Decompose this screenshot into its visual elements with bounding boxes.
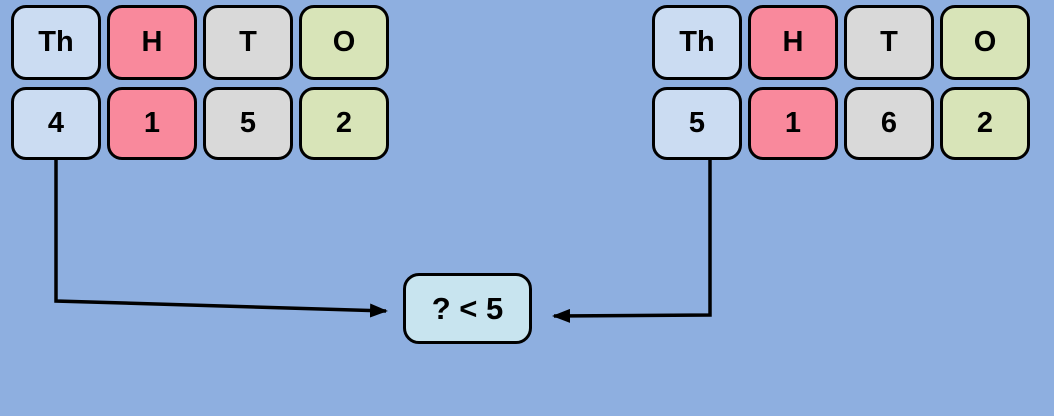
left-digit-thousands: 4 <box>11 87 101 160</box>
right-place-value-table: Th H T O 5 1 6 2 <box>652 5 1030 160</box>
left-header-ones: O <box>299 5 389 80</box>
left-header-tens: T <box>203 5 293 80</box>
right-header-ones: O <box>940 5 1030 80</box>
left-header-hundreds: H <box>107 5 197 80</box>
right-header-hundreds: H <box>748 5 838 80</box>
left-digit-tens: 5 <box>203 87 293 160</box>
right-digit-ones: 2 <box>940 87 1030 160</box>
left-digit-hundreds: 1 <box>107 87 197 160</box>
right-thousands-arrow <box>552 160 712 323</box>
left-header-row: Th H T O <box>11 5 389 80</box>
right-digit-thousands: 5 <box>652 87 742 160</box>
left-digit-row: 4 1 5 2 <box>11 87 389 160</box>
right-digit-row: 5 1 6 2 <box>652 87 1030 160</box>
left-digit-ones: 2 <box>299 87 389 160</box>
right-header-tens: T <box>844 5 934 80</box>
right-digit-tens: 6 <box>844 87 934 160</box>
left-place-value-table: Th H T O 4 1 5 2 <box>11 5 389 160</box>
right-header-row: Th H T O <box>652 5 1030 80</box>
left-thousands-arrow <box>54 160 388 318</box>
right-header-thousands: Th <box>652 5 742 80</box>
left-header-thousands: Th <box>11 5 101 80</box>
right-digit-hundreds: 1 <box>748 87 838 160</box>
comparison-question-box: ? < 5 <box>403 273 532 344</box>
